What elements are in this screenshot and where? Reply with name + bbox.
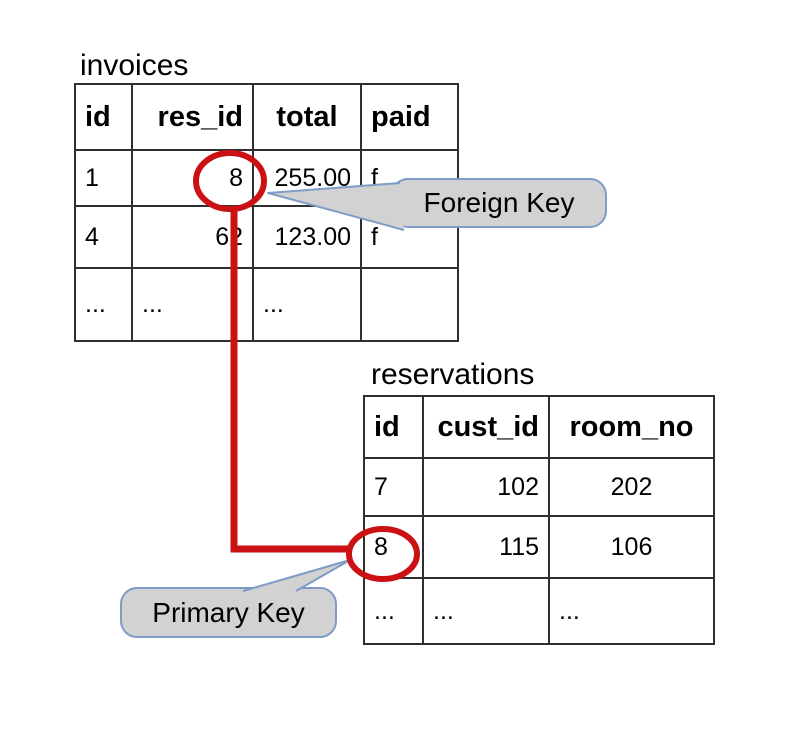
table-cell: 102: [422, 457, 550, 517]
reservations-header-room-no: room_no: [548, 395, 715, 459]
table-cell: 106: [548, 515, 715, 579]
table-cell: ...: [131, 267, 254, 342]
invoices-row: ... ... ...: [74, 267, 459, 342]
table-cell: 4: [74, 205, 133, 269]
table-cell: 115: [422, 515, 550, 579]
table-cell-foreign-key-value: 8: [131, 149, 254, 207]
reservations-header-row: id cust_id room_no: [363, 395, 715, 459]
table-cell: 7: [363, 457, 424, 517]
reservations-table-title: reservations: [371, 358, 535, 391]
foreign-key-callout-label: Foreign Key: [423, 187, 575, 218]
reservations-row: 8 115 106: [363, 515, 715, 579]
table-cell: 255.00: [252, 149, 362, 207]
reservations-row: ... ... ...: [363, 577, 715, 645]
table-cell: ...: [548, 577, 715, 645]
reservations-row: 7 102 202: [363, 457, 715, 517]
table-cell: ...: [74, 267, 133, 342]
table-cell: 1: [74, 149, 133, 207]
invoices-table-title: invoices: [80, 49, 189, 82]
primary-key-callout: Primary Key: [120, 587, 337, 638]
table-cell: 123.00: [252, 205, 362, 269]
reservations-header-cust-id: cust_id: [422, 395, 550, 459]
invoices-header-res-id: res_id: [131, 83, 254, 151]
invoices-header-row: id res_id total paid: [74, 83, 459, 151]
table-cell: ...: [252, 267, 362, 342]
table-cell: 62: [131, 205, 254, 269]
invoices-header-total: total: [252, 83, 362, 151]
primary-key-callout-label: Primary Key: [152, 596, 305, 628]
table-cell: ...: [422, 577, 550, 645]
table-cell: ...: [363, 577, 424, 645]
table-cell-primary-key-value: 8: [363, 515, 424, 579]
reservations-table: id cust_id room_no 7 102 202 8 115 106 .…: [363, 395, 715, 645]
reservations-header-id: id: [363, 395, 424, 459]
invoices-header-paid: paid: [360, 83, 459, 151]
table-cell: 202: [548, 457, 715, 517]
table-cell: [360, 267, 459, 342]
invoices-header-id: id: [74, 83, 133, 151]
foreign-key-callout: Foreign Key: [391, 178, 607, 228]
